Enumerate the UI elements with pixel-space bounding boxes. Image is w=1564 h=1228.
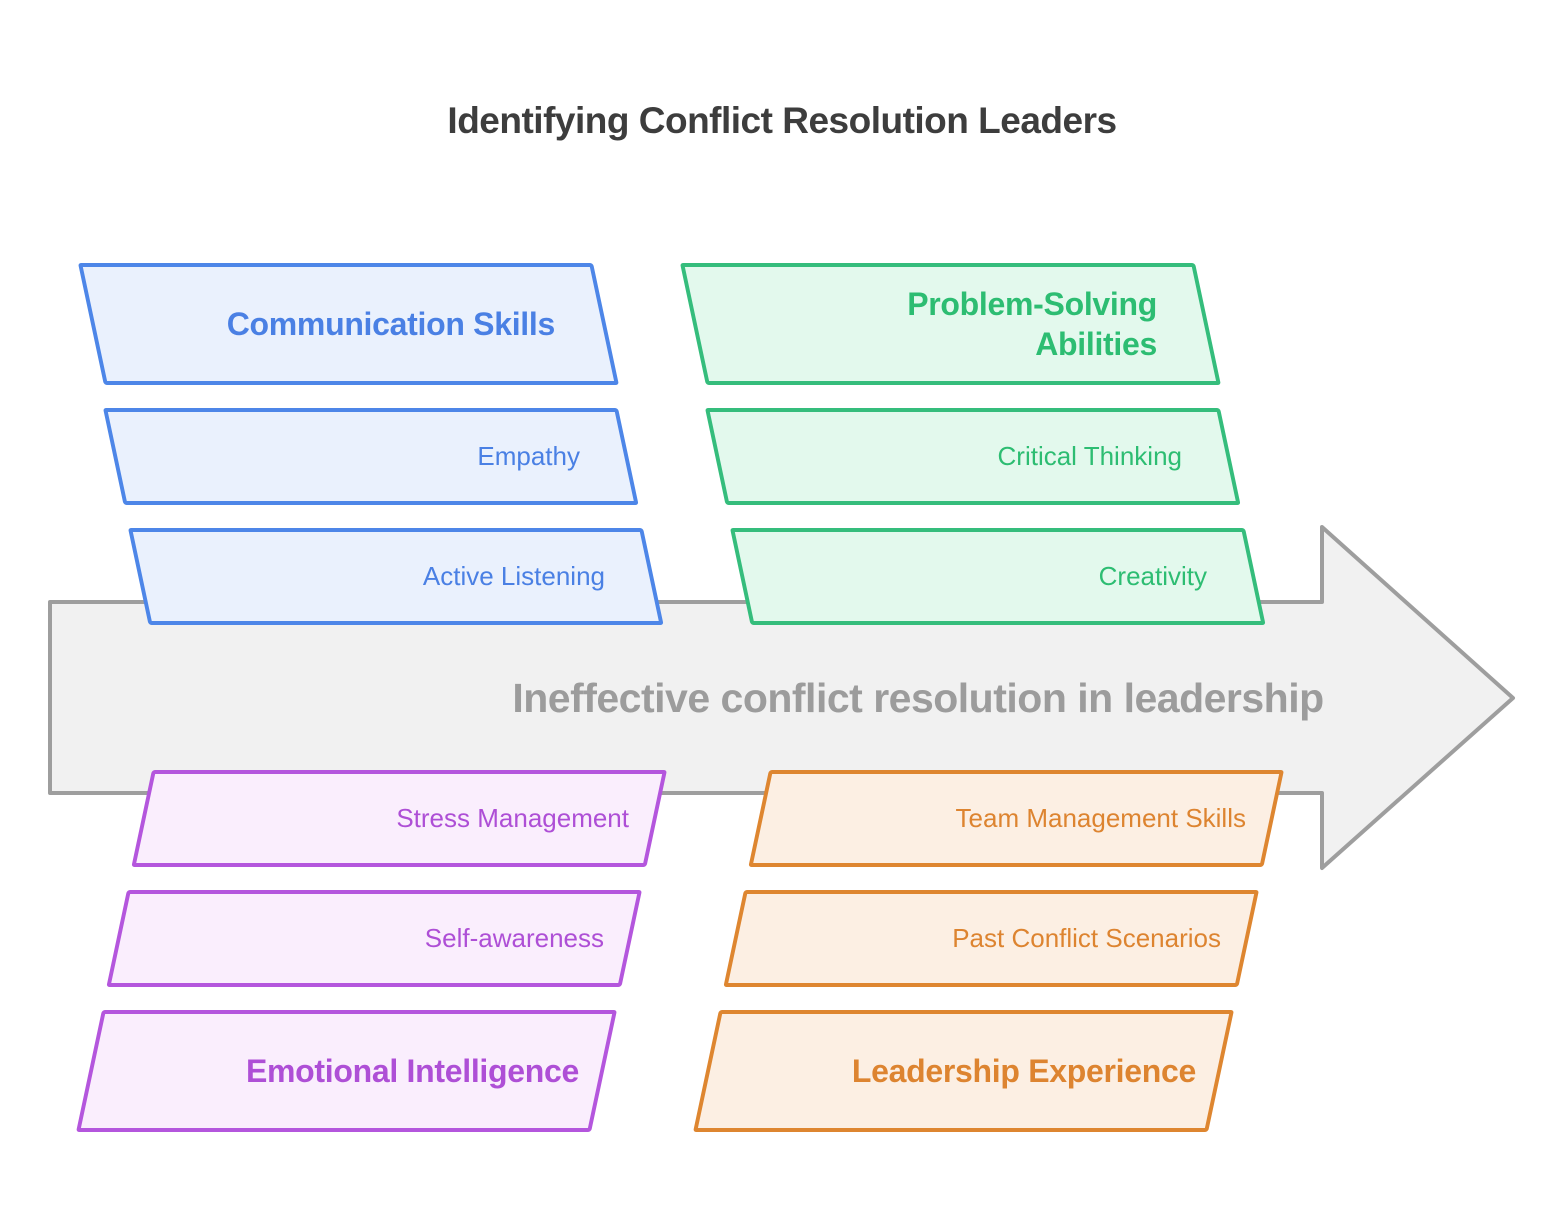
team-management-skills-label: Team Management Skills — [955, 803, 1246, 834]
quadrant-problem-solving: Problem-Solving Abilities Critical Think… — [680, 263, 1207, 625]
box-past-conflict-scenarios: Past Conflict Scenarios — [744, 890, 1259, 987]
emotional-intelligence-label: Emotional Intelligence — [245, 1053, 579, 1089]
box-active-listening: Active Listening — [128, 528, 643, 625]
quadrant-leadership-experience: Team Management Skills Past Conflict Sce… — [769, 770, 1284, 1132]
leadership-experience-label: Leadership Experience — [851, 1053, 1196, 1089]
creativity-label: Creativity — [1098, 561, 1207, 592]
box-critical-thinking: Critical Thinking — [705, 408, 1220, 505]
active-listening-label: Active Listening — [422, 561, 605, 592]
box-creativity: Creativity — [730, 528, 1245, 625]
box-stress-management: Stress Management — [152, 770, 667, 867]
quadrant-emotional-intelligence: Stress Management Self-awareness Emotion… — [152, 770, 667, 1132]
stress-management-label: Stress Management — [396, 803, 629, 834]
quadrant-communication-skills: Communication Skills Empathy Active List… — [78, 263, 605, 625]
box-communication-skills: Communication Skills — [78, 263, 593, 385]
self-awareness-label: Self-awareness — [424, 923, 604, 954]
empathy-label: Empathy — [477, 441, 580, 472]
box-team-management-skills: Team Management Skills — [769, 770, 1284, 867]
problem-solving-abilities-label: Problem-Solving Abilities — [907, 286, 1157, 362]
communication-skills-label: Communication Skills — [226, 306, 556, 342]
diagram-title: Identifying Conflict Resolution Leaders — [447, 100, 1117, 141]
arrow-label: Ineffective conflict resolution in leade… — [512, 675, 1324, 721]
box-leadership-experience: Leadership Experience — [719, 1010, 1234, 1132]
critical-thinking-label: Critical Thinking — [997, 441, 1182, 472]
box-self-awareness: Self-awareness — [127, 890, 642, 987]
past-conflict-scenarios-label: Past Conflict Scenarios — [952, 923, 1221, 954]
box-problem-solving-abilities: Problem-Solving Abilities — [680, 263, 1195, 385]
box-emotional-intelligence: Emotional Intelligence — [102, 1010, 617, 1132]
box-empathy: Empathy — [103, 408, 618, 505]
